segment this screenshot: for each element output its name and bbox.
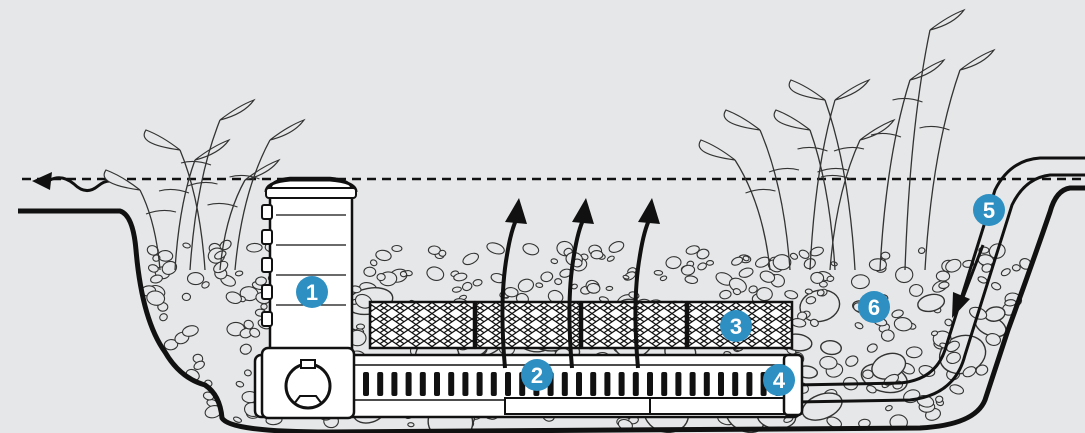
callout-badge-1: 1 [296, 276, 328, 308]
callout-number: 5 [983, 198, 995, 223]
callout-number: 6 [868, 295, 880, 320]
callout-circle [858, 291, 890, 323]
callout-number: 4 [773, 368, 786, 393]
callout-number: 1 [306, 280, 318, 305]
pond-liner [18, 185, 1085, 433]
callout-circle [763, 364, 795, 396]
upflow-arrow-icon [500, 198, 527, 369]
upflow-arrow-icon [567, 198, 594, 369]
callout-badge-3: 3 [720, 310, 752, 342]
return-inlet-pipe [794, 156, 1085, 404]
callout-circle [720, 310, 752, 342]
skimmer-canister [260, 176, 358, 420]
upflow-arrow-icon [633, 198, 660, 369]
callout-number: 3 [730, 314, 742, 339]
callout-badge-2: 2 [521, 359, 553, 391]
aquatic-plants [103, 8, 996, 271]
callout-badge-6: 6 [858, 291, 890, 323]
callout-badge-4: 4 [763, 364, 795, 396]
callout-circle [521, 359, 553, 391]
callout-badge-5: 5 [973, 194, 1005, 226]
callout-number: 2 [531, 363, 543, 388]
callout-circle [973, 194, 1005, 226]
inlet-arrow-icon [952, 244, 985, 318]
callout-circle [296, 276, 328, 308]
